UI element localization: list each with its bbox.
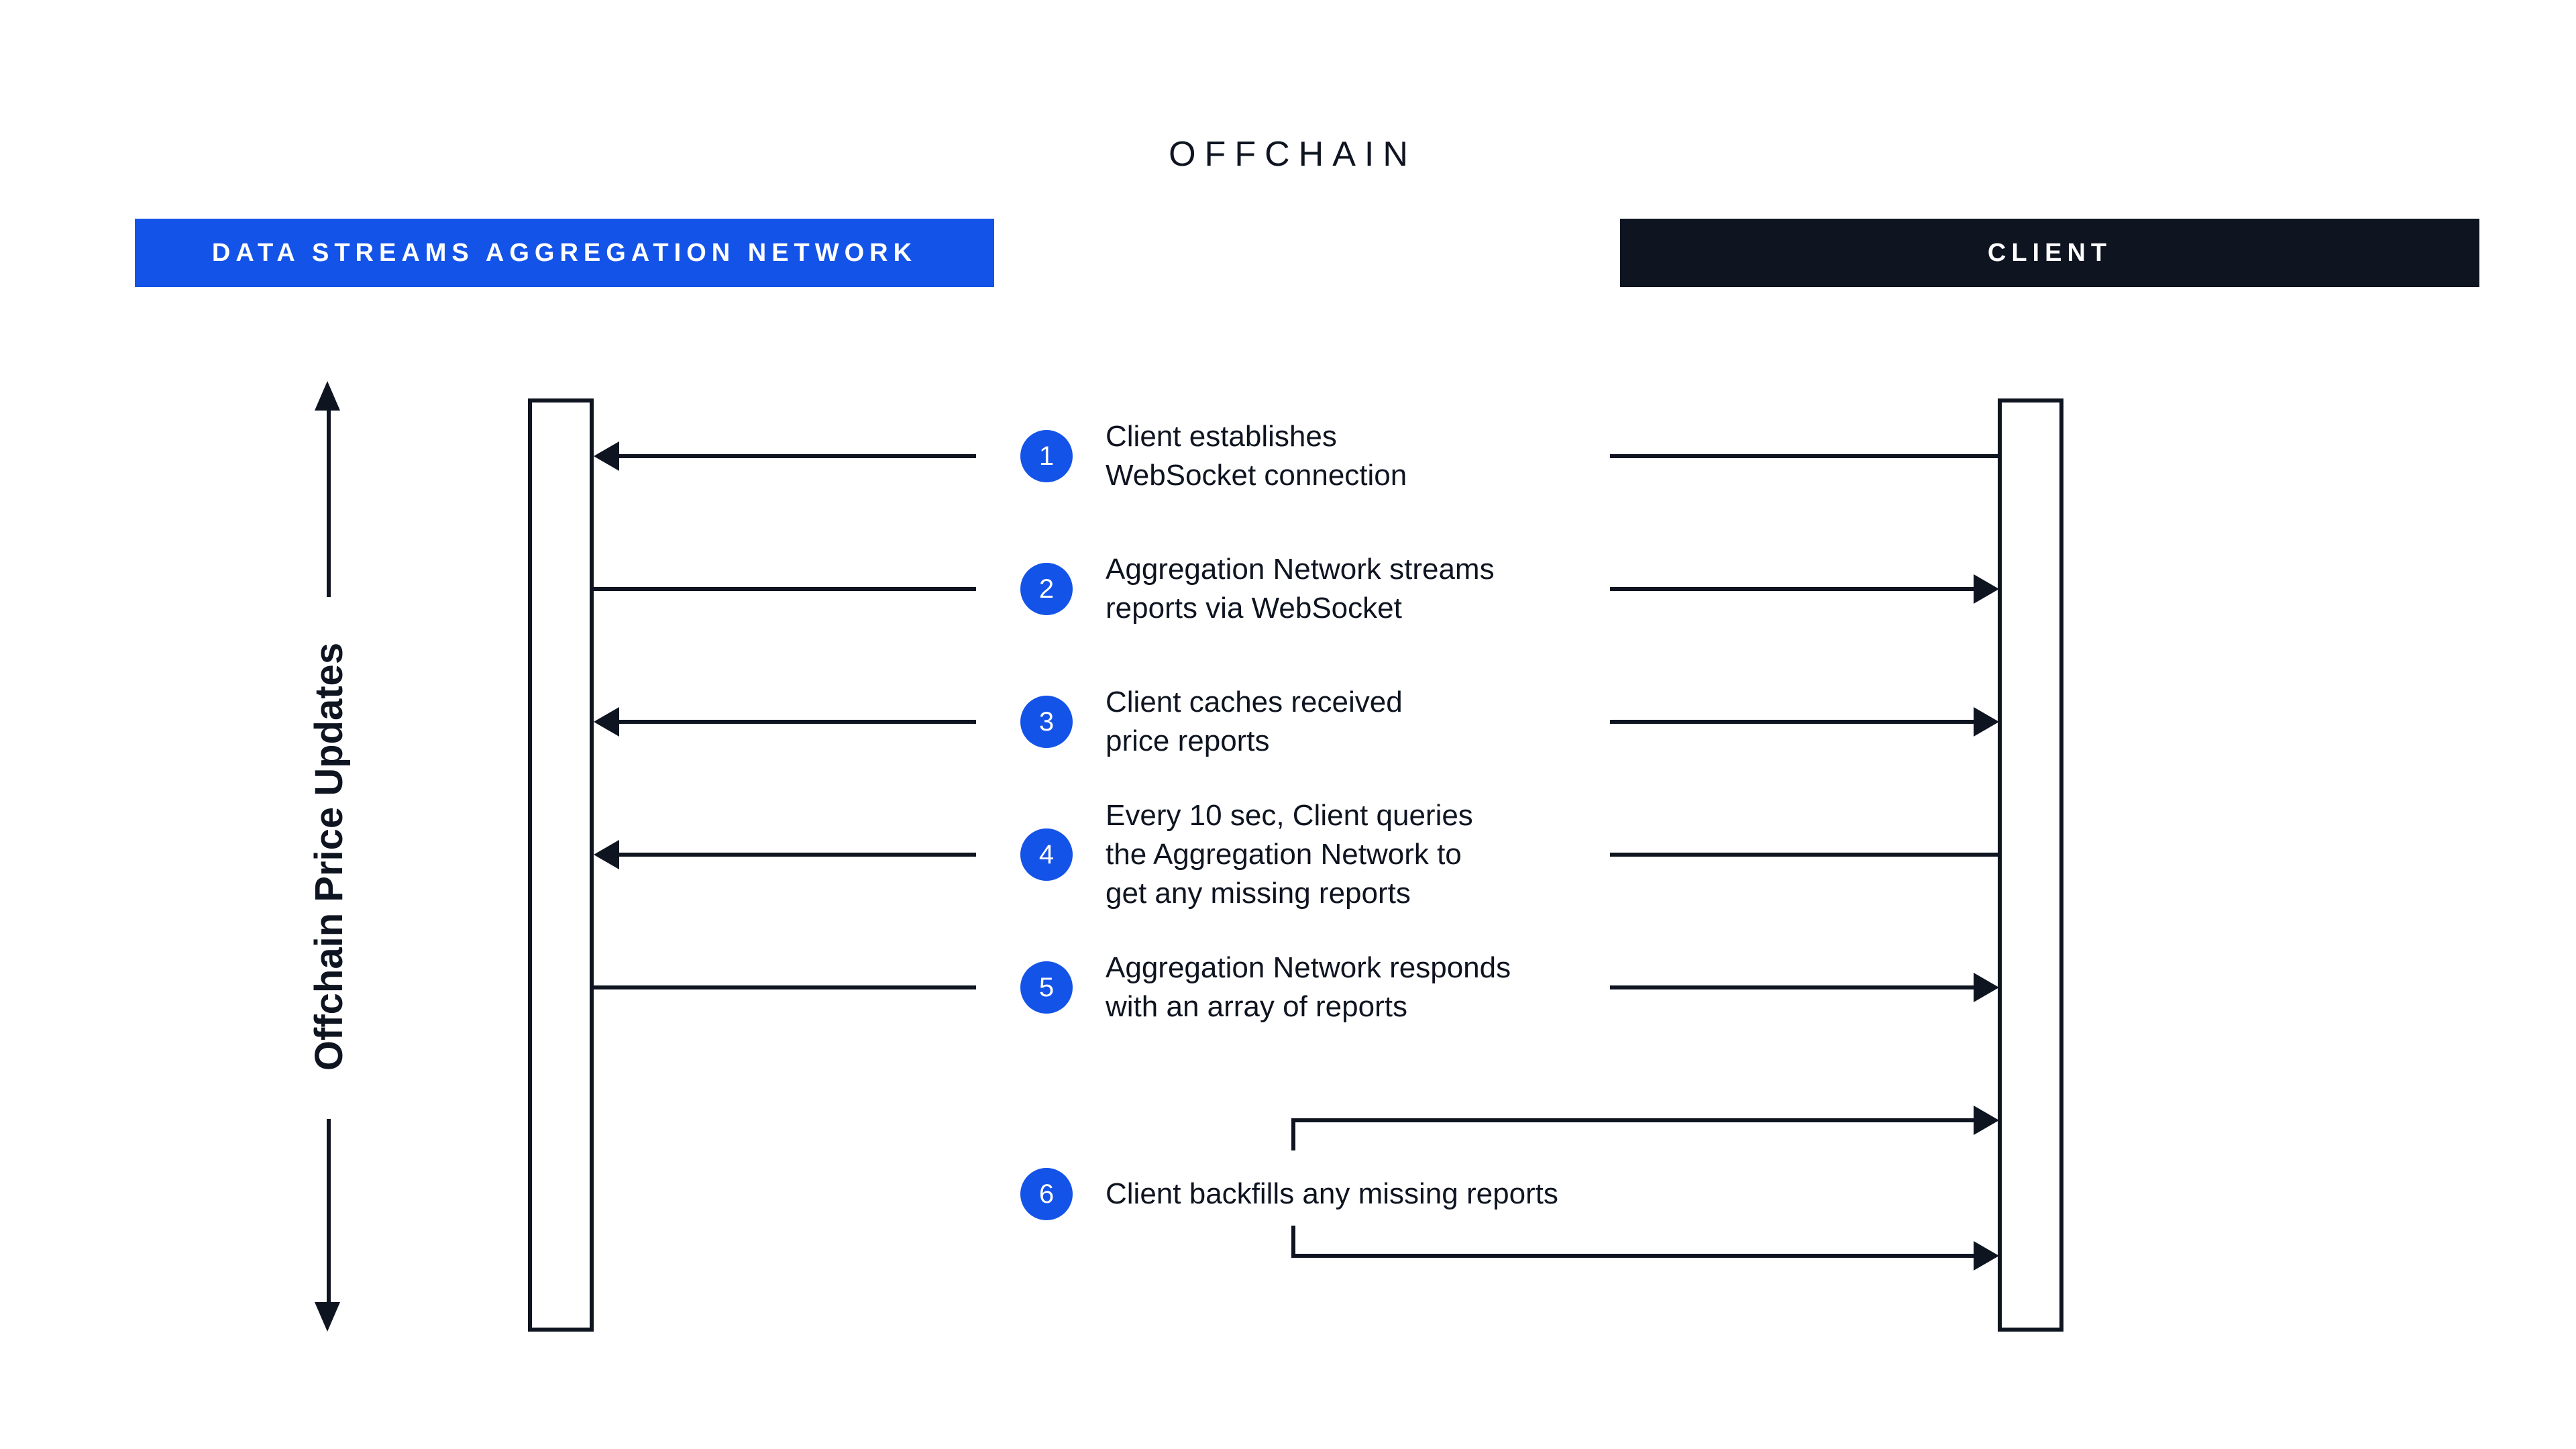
page-title: OFFCHAIN [1169, 135, 1417, 174]
step-description: Client establishes WebSocket connection [1106, 420, 1407, 492]
arrowhead-right-icon [1974, 1106, 1999, 1135]
step-number: 5 [1038, 972, 1055, 1002]
lifeline-bar-aggregation-network [528, 398, 594, 1332]
backfill-bracket-stub-bottom [1291, 1226, 1295, 1258]
actor-banner-client: CLIENT [1620, 219, 2479, 287]
message-line-right [1610, 454, 2002, 458]
step-number-badge: 4 [1020, 828, 1073, 881]
message-line-left [590, 985, 976, 989]
step-description: Every 10 sec, Client queries the Aggrega… [1106, 799, 1473, 910]
actor-label-client: CLIENT [1987, 238, 2112, 267]
step-number-badge: 6 [1020, 1168, 1073, 1220]
axis-line-top [327, 407, 331, 597]
backfill-bracket-stub-top [1291, 1118, 1295, 1150]
message-line-left [615, 454, 976, 458]
step-number: 2 [1038, 574, 1055, 604]
lifeline-bar-client [1998, 398, 2063, 1332]
step-number-badge: 5 [1020, 961, 1073, 1014]
step-description: Client caches received price reports [1106, 686, 1403, 757]
arrowhead-right-icon [1974, 973, 1999, 1002]
arrowhead-right-icon [1974, 574, 1999, 604]
axis-label: Offchain Price Updates [307, 642, 351, 1071]
step-number: 4 [1038, 839, 1055, 869]
message-line-left [615, 720, 976, 724]
step-number-badge: 2 [1020, 563, 1073, 615]
step-number-badge: 1 [1020, 430, 1073, 482]
step-description: Aggregation Network responds with an arr… [1106, 951, 1511, 1023]
arrowhead-left-icon [594, 707, 619, 737]
arrowhead-right-icon [1974, 707, 1999, 737]
axis-arrowhead-down-icon [315, 1302, 340, 1332]
step-description: Client backfills any missing reports [1106, 1177, 1558, 1210]
axis-line-bottom [327, 1119, 331, 1305]
actor-banner-aggregation-network: DATA STREAMS AGGREGATION NETWORK [135, 219, 994, 287]
backfill-message-line-top [1291, 1118, 1977, 1122]
message-line-right [1610, 720, 1977, 724]
arrowhead-right-icon [1974, 1241, 1999, 1271]
step-description: Aggregation Network streams reports via … [1106, 553, 1495, 625]
message-line-right [1610, 985, 1977, 989]
axis-arrowhead-up-icon [315, 381, 340, 411]
step-number-badge: 3 [1020, 696, 1073, 748]
step-number: 3 [1038, 706, 1055, 737]
backfill-message-line-bottom [1291, 1254, 1977, 1258]
actor-label-aggregation-network: DATA STREAMS AGGREGATION NETWORK [211, 238, 918, 267]
step-number: 1 [1038, 441, 1055, 471]
arrowhead-left-icon [594, 840, 619, 869]
arrowhead-left-icon [594, 441, 619, 471]
step-number: 6 [1038, 1179, 1055, 1209]
message-line-left [590, 587, 976, 591]
message-line-left [615, 853, 976, 857]
message-line-right [1610, 853, 2002, 857]
message-line-right [1610, 587, 1977, 591]
